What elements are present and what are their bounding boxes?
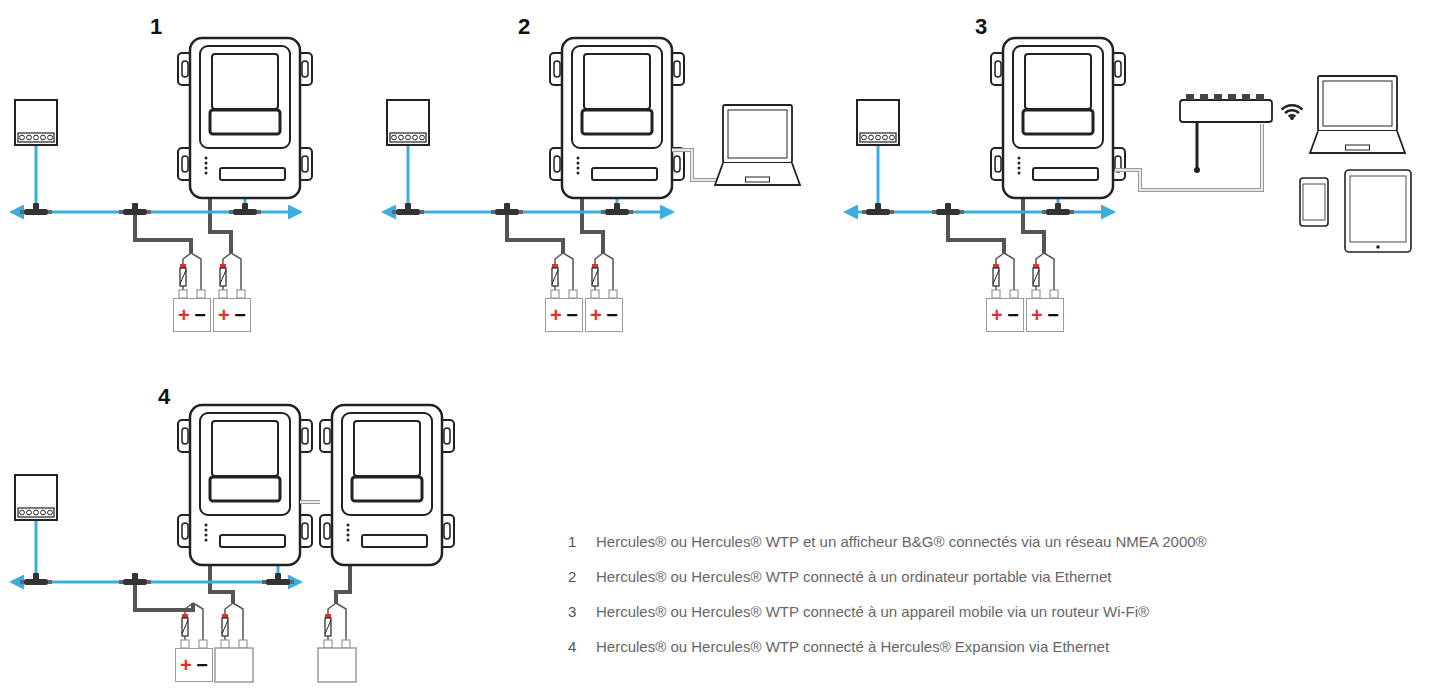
battery-box: +− [175,648,213,682]
power-cable [1023,198,1044,253]
negative-terminal-sign: − [1007,305,1019,325]
hercules-unit [550,38,684,198]
nmea2000-drop [407,145,410,212]
ethernet-cable [672,150,722,180]
battery-box: +− [1026,298,1064,332]
negative-terminal-sign: − [194,305,206,325]
t-connector [862,203,894,215]
panel-number: 3 [975,14,987,40]
battery-box: +− [173,298,211,332]
callout-number: 3 [568,603,576,620]
power-cable [135,212,191,253]
ethernet-cable-core [300,501,320,503]
positive-terminal-sign: + [590,305,602,325]
callout-number: 2 [568,568,576,585]
t-connector [262,573,294,585]
caption-text: Hercules® ou Hercules® WTP connecté à un… [596,603,1149,620]
hercules-unit [178,405,312,565]
positive-terminal-sign: + [991,305,1003,325]
battery-wiring [181,603,207,648]
battery-body [318,648,356,682]
panel-number: 4 [158,384,170,410]
power-cable [336,563,350,603]
hercules-unit [991,38,1125,198]
caption-text: Hercules® ou Hercules® WTP connecté à un… [596,568,1111,585]
t-connector [229,203,261,215]
battery-wiring [221,603,247,648]
battery-wiring [219,253,245,298]
t-connector [20,573,52,585]
battery-wiring [992,253,1018,298]
tablet-icon [1345,170,1411,252]
battery-wiring [324,603,350,648]
panel-number: 1 [150,14,162,40]
positive-terminal-sign: + [1031,305,1043,325]
hercules-unit [320,405,454,565]
battery-body [215,648,253,682]
ethernet-cable [300,500,320,504]
wifi-symbol [1281,104,1304,120]
panel-number: 2 [518,14,530,40]
ethernet-cable-core [672,150,722,180]
negative-terminal-sign: − [234,305,246,325]
power-cable [507,212,563,253]
power-cable [135,582,193,610]
negative-terminal-sign: − [606,305,618,325]
nmea2000-backbone [12,581,300,584]
ethernet-cable-core [1115,124,1262,190]
battery-wiring [551,253,577,298]
positive-terminal-sign: + [218,305,230,325]
power-cable [948,212,1004,253]
positive-terminal-sign: + [180,655,192,675]
laptop-icon [1310,76,1405,153]
bg-display [857,100,899,145]
caption-text: Hercules® ou Hercules® WTP connecté à He… [596,638,1109,655]
positive-terminal-sign: + [550,305,562,325]
negative-terminal-sign: − [1047,305,1059,325]
t-connector [1042,203,1074,215]
t-connector [491,203,523,215]
t-connector [392,203,424,215]
positive-terminal-sign: + [178,305,190,325]
power-cable [582,198,603,253]
battery-box: +− [213,298,251,332]
nmea2000-drop [35,145,38,212]
battery-wiring [591,253,617,298]
phone-icon [1300,178,1328,226]
bg-display [387,100,429,145]
t-connector [119,203,151,215]
laptop-icon [715,105,800,185]
battery-box: +− [585,298,623,332]
bg-display [15,475,57,520]
battery-box: +− [545,298,583,332]
negative-terminal-sign: − [566,305,578,325]
negative-terminal-sign: − [196,655,208,675]
t-connector [20,203,52,215]
wifi-router [1180,94,1272,173]
power-cable [210,198,231,253]
callout-number: 4 [568,638,576,655]
nmea2000-drop [35,520,38,582]
caption-text: Hercules® ou Hercules® WTP et un affiche… [596,533,1207,550]
t-connector [932,203,964,215]
callout-number: 1 [568,533,576,550]
bg-display [15,100,57,145]
nmea2000-drop [877,145,880,212]
battery-wiring [179,253,205,298]
hercules-unit [178,38,312,198]
t-connector [601,203,633,215]
battery-wiring [1032,253,1058,298]
t-connector [119,573,151,585]
ethernet-cable [1115,124,1262,190]
battery-box: +− [986,298,1024,332]
